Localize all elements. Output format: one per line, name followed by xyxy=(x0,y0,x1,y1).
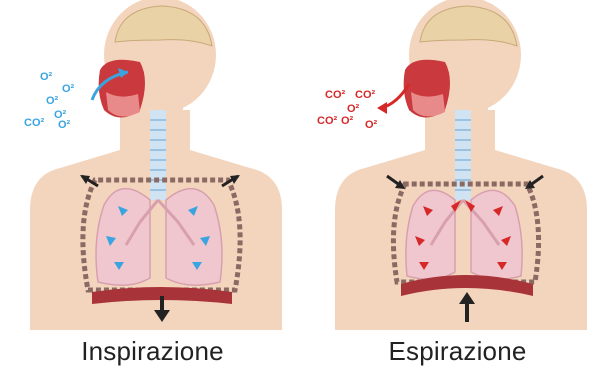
expiration-figure: CO² CO² CO² O² O² O² xyxy=(305,0,610,330)
inspiration-caption: Inspirazione xyxy=(0,336,305,367)
expiration-caption: Espirazione xyxy=(305,336,610,367)
gas-label: CO² xyxy=(317,115,338,127)
gas-label: O² xyxy=(46,95,59,107)
gas-label: O² xyxy=(58,119,71,131)
inspiration-panel: O² O² O² O² CO² O² Inspirazione xyxy=(0,0,305,374)
expiration-panel: CO² CO² CO² O² O² O² Espirazione xyxy=(305,0,610,374)
trachea xyxy=(150,110,166,200)
inspiration-figure: O² O² O² O² CO² O² xyxy=(0,0,305,330)
right-lung xyxy=(166,189,222,286)
gas-label: CO² xyxy=(325,89,346,101)
gas-label: CO² xyxy=(24,117,45,129)
gas-label: O² xyxy=(40,71,53,83)
airflow-out-arrowhead xyxy=(377,102,387,114)
gas-label: O² xyxy=(365,119,378,131)
gas-label: CO² xyxy=(355,89,376,101)
gas-label: O² xyxy=(62,83,75,95)
gas-label: O² xyxy=(347,103,360,115)
gas-label: O² xyxy=(341,115,354,127)
